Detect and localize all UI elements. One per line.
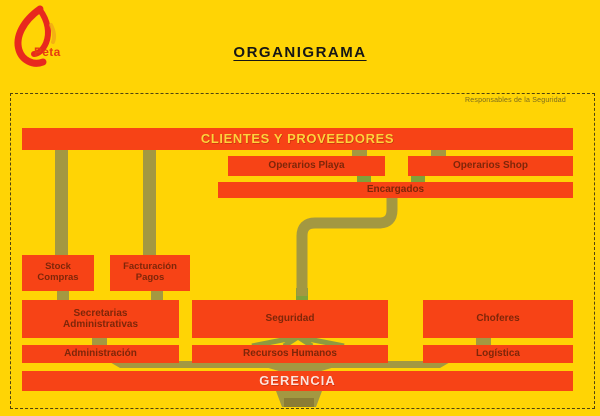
org-box-administracion: Administración (22, 345, 179, 363)
org-box-seguridad: Seguridad (192, 300, 388, 338)
panel-note: Responsables de la Seguridad (465, 97, 566, 104)
org-box-operarios-playa: Operarios Playa (228, 156, 385, 176)
org-box-operarios-shop: Operarios Shop (408, 156, 573, 176)
org-box-gerencia: GERENCIA (22, 371, 573, 391)
org-box-encargados: Encargados (218, 182, 573, 198)
org-box-recursos-humanos: Recursos Humanos (192, 345, 388, 363)
org-box-clientes-proveedores: CLIENTES Y PROVEEDORES (22, 128, 573, 150)
org-box-facturacion-pagos: Facturación Pagos (110, 255, 190, 291)
org-chart-panel: Responsables de la Seguridad (10, 93, 595, 409)
org-box-choferes: Choferes (423, 300, 573, 338)
flame-logo-icon (14, 5, 57, 67)
page-title: ORGANIGRAMA (233, 44, 367, 61)
org-box-secretarias-administrativas: Secretarias Administrativas (22, 300, 179, 338)
logo-wordmark: Peta (34, 45, 61, 59)
org-box-stock-compras: Stock Compras (22, 255, 94, 291)
org-box-logistica: Logística (423, 345, 573, 363)
